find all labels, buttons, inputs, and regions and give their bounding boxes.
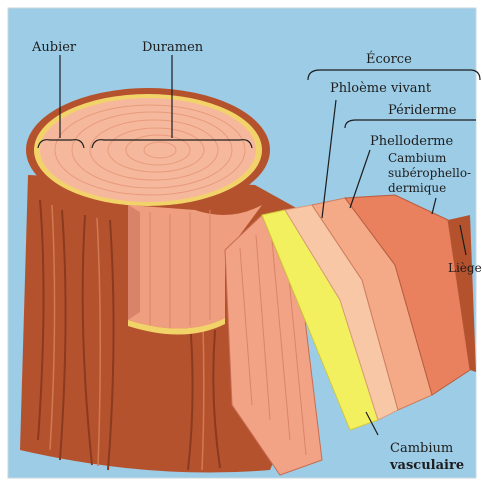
label-aubier: Aubier xyxy=(31,40,77,55)
label-cambium-subero-2: subérophello- xyxy=(388,166,471,180)
label-duramen: Duramen xyxy=(142,40,204,55)
label-periderme: Périderme xyxy=(388,103,457,118)
label-phelloderme: Phelloderme xyxy=(370,134,454,149)
label-ecorce: Écorce xyxy=(366,51,412,67)
label-liege: Liège xyxy=(448,261,482,275)
label-cambium-subero-3: dermique xyxy=(388,181,446,195)
wedge-side-shadow xyxy=(128,205,140,320)
label-cambium-subero-1: Cambium xyxy=(388,151,447,165)
label-phloeme-vivant: Phloème vivant xyxy=(330,81,432,96)
label-cambium-vasculaire-1: Cambium xyxy=(390,441,453,456)
label-cambium-vasculaire-2: vasculaire xyxy=(389,458,464,473)
